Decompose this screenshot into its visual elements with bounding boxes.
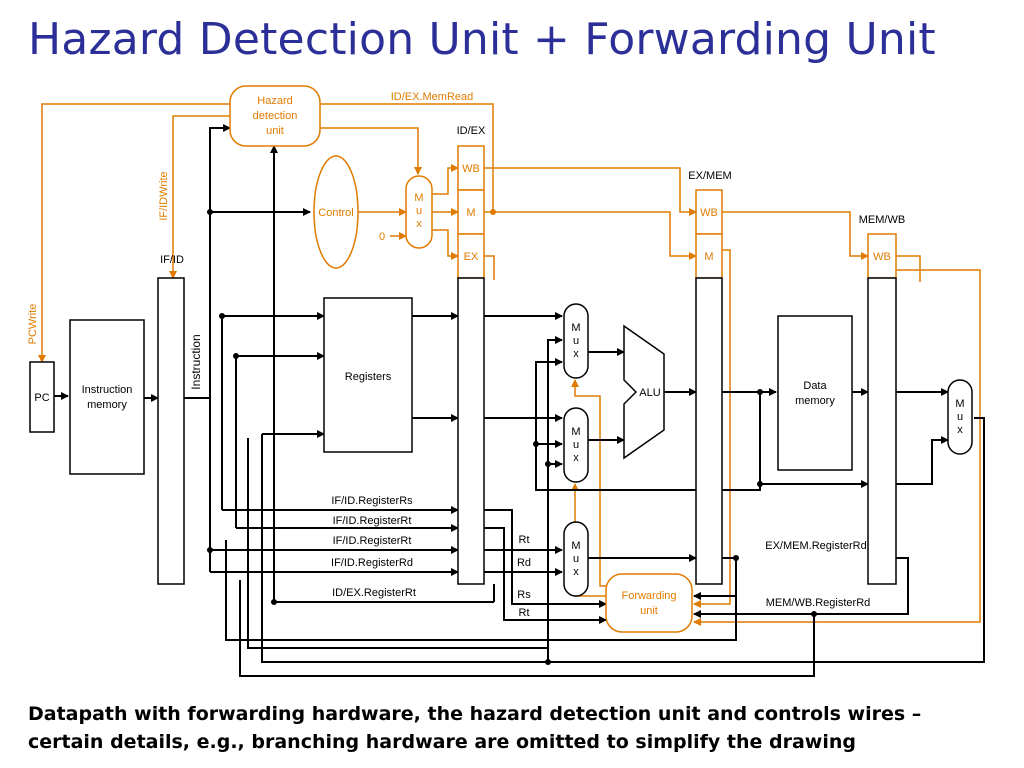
hazard-label-2: detection [253, 110, 298, 122]
svg-text:M: M [414, 192, 423, 204]
memwb-registerrd-label: MEM/WB.RegisterRd [766, 597, 871, 609]
ifid-registerrs-label: IF/ID.RegisterRs [331, 495, 413, 507]
alu-mux-b: M u x [563, 407, 589, 483]
registers-label: Registers [345, 371, 392, 383]
exmem-label: EX/MEM [688, 170, 731, 182]
hazard-detection-unit: Hazard detection unit [229, 85, 321, 147]
slide-title: Hazard Detection Unit + Forwarding Unit [28, 14, 936, 65]
rs-label: Rs [517, 589, 531, 601]
idex-ex-label: EX [464, 251, 479, 263]
svg-text:Data: Data [803, 380, 827, 392]
idex-label: ID/EX [457, 125, 486, 137]
exmem-wb-label: WB [700, 207, 718, 219]
alu: ALU [623, 324, 665, 460]
svg-text:M: M [571, 426, 580, 438]
wire-junctions [207, 209, 817, 665]
data-wires [54, 124, 985, 677]
svg-text:x: x [416, 218, 422, 230]
rt-label: Rt [519, 534, 530, 546]
control-wires [38, 103, 981, 626]
hazard-label-1: Hazard [257, 95, 292, 107]
svg-text:memory: memory [795, 395, 835, 407]
exmem-m-label: M [704, 251, 713, 263]
svg-text:Instruction: Instruction [82, 384, 133, 396]
svg-text:u: u [573, 553, 579, 565]
svg-text:memory: memory [87, 399, 127, 411]
rt2-label: Rt [519, 607, 530, 619]
instruction-memory: Instruction memory [69, 319, 145, 475]
svg-text:u: u [416, 205, 422, 217]
regdst-mux: M u x [563, 521, 589, 597]
writeback-mux: M u x [947, 379, 973, 455]
pc-block: PC [29, 361, 55, 433]
idex-register: WB M EX [457, 145, 485, 585]
ifid-registerrt-label-2: IF/ID.RegisterRt [333, 535, 412, 547]
rd-label: Rd [517, 557, 531, 569]
ifidwrite-label: IF/IDWrite [158, 171, 170, 220]
svg-text:x: x [573, 566, 579, 578]
registers-block: Registers [323, 297, 413, 453]
idex-m-label: M [466, 207, 475, 219]
ifid-label: IF/ID [160, 254, 184, 266]
svg-text:M: M [571, 322, 580, 334]
zero-label: 0 [379, 231, 385, 243]
memwb-register: WB [867, 233, 897, 585]
svg-text:u: u [957, 411, 963, 423]
memwb-wb-label: WB [873, 251, 891, 263]
svg-text:u: u [573, 439, 579, 451]
idex-wb-label: WB [462, 163, 480, 175]
svg-text:x: x [957, 424, 963, 436]
svg-text:M: M [955, 398, 964, 410]
ifid-registerrd-label: IF/ID.RegisterRd [331, 557, 413, 569]
memwb-label: MEM/WB [859, 214, 905, 226]
hazard-label-3: unit [266, 125, 284, 137]
ifid-registerrt-label-1: IF/ID.RegisterRt [333, 515, 412, 527]
svg-text:x: x [573, 348, 579, 360]
pcwrite-label: PCWrite [27, 304, 39, 345]
datapath-diagram: Hazard detection unit ID/EX.MemRead ID/E… [27, 85, 985, 677]
idex-memread-label: ID/EX.MemRead [391, 91, 474, 103]
caption-line-2: certain details, e.g., branching hardwar… [28, 731, 856, 753]
ifid-register [157, 277, 185, 585]
instruction-label: Instruction [189, 334, 203, 389]
control-unit: Control [313, 155, 359, 269]
svg-text:M: M [571, 540, 580, 552]
forwarding-unit: Forwarding unit [605, 573, 693, 633]
svg-text:unit: unit [640, 605, 658, 617]
slide-caption: Datapath with forwarding hardware, the h… [28, 700, 1008, 756]
svg-text:x: x [573, 452, 579, 464]
caption-line-1: Datapath with forwarding hardware, the h… [28, 703, 922, 725]
control-label: Control [318, 207, 353, 219]
svg-text:u: u [573, 335, 579, 347]
exmem-registerrd-label: EX/MEM.RegisterRd [765, 540, 866, 552]
control-mux: M u x [405, 175, 433, 249]
exmem-register: WB M [695, 189, 723, 585]
alu-label: ALU [639, 387, 660, 399]
svg-text:Forwarding: Forwarding [621, 590, 676, 602]
data-memory: Data memory [777, 315, 853, 471]
idex-registerrt-label: ID/EX.RegisterRt [332, 587, 416, 599]
alu-mux-a: M u x [563, 303, 589, 379]
pc-label: PC [34, 392, 49, 404]
